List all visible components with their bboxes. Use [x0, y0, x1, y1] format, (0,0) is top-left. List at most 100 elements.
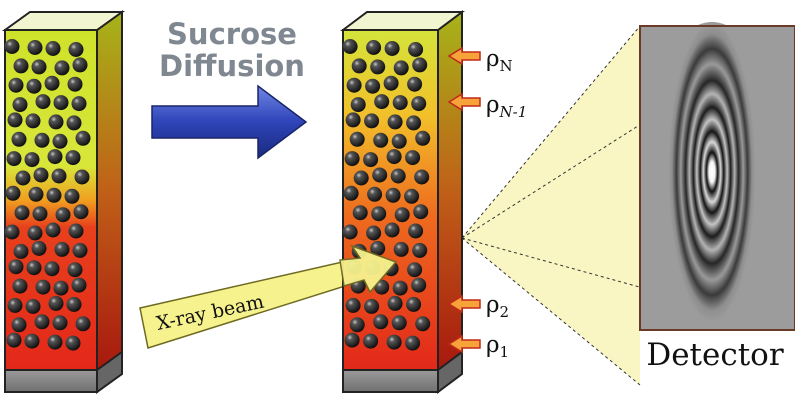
sucrose-bead [48, 295, 64, 311]
sucrose-bead [32, 206, 48, 222]
sucrose-bead [53, 95, 69, 111]
density-marker-n: ρN [447, 46, 513, 75]
sucrose-bead [406, 115, 422, 131]
sucrose-bead [8, 259, 24, 275]
sucrose-bead [365, 78, 381, 94]
sucrose-bead [67, 262, 83, 278]
sucrose-bead [383, 75, 399, 91]
sucrose-bead [393, 241, 409, 257]
sucrose-bead [68, 223, 84, 239]
sucrose-bead [350, 97, 366, 113]
sucrose-bead [411, 277, 427, 293]
sucrose-bead [412, 242, 428, 258]
sucrose-bead [31, 59, 47, 75]
sucrose-bead [28, 186, 44, 202]
sucrose-bead [4, 39, 20, 54]
sucrose-bead [374, 94, 390, 110]
sucrose-bead [55, 207, 71, 223]
svg-text:ρN-1: ρN-1 [486, 92, 527, 121]
sucrose-bead [47, 334, 63, 350]
sucrose-bead [408, 223, 424, 239]
sucrose-bead [412, 57, 428, 73]
sucrose-bead [72, 57, 88, 73]
sucrose-bead [344, 332, 360, 348]
diffusion-arrow [151, 84, 308, 160]
sucrose-bead [48, 114, 64, 130]
sucrose-bead [75, 130, 91, 146]
title-line1: Sucrose [167, 17, 297, 51]
sucrose-bead [25, 113, 41, 129]
sucrose-bead [8, 77, 24, 93]
sucrose-bead [352, 205, 368, 221]
sucrose-bead [346, 77, 362, 93]
sucrose-bead [5, 185, 21, 201]
sucrose-bead [344, 151, 360, 167]
sucrose-bead [394, 207, 410, 223]
sucrose-bead [373, 132, 389, 148]
sucrose-bead [47, 149, 63, 165]
sucrose-bead [73, 204, 89, 220]
sucrose-bead [12, 278, 28, 294]
sucrose-bead [6, 332, 22, 348]
sucrose-bead [11, 131, 27, 147]
density-marker-1: ρ1 [447, 332, 509, 361]
sucrose-bead [27, 225, 43, 241]
scatter-cone [461, 25, 795, 386]
sucrose-bead [31, 240, 47, 256]
sucrose-bead [25, 298, 41, 314]
sucrose-bead [411, 96, 427, 112]
sucrose-bead [7, 112, 23, 128]
sucrose-bead [46, 187, 62, 203]
sucrose-bead [65, 150, 81, 166]
sucrose-bead [14, 205, 30, 221]
sucrose-bead [24, 333, 40, 349]
sucrose-bead [342, 224, 358, 240]
sucrose-bead [45, 222, 61, 238]
sucrose-bead [413, 204, 429, 220]
sucrose-bead [393, 60, 409, 76]
right-column [340, 10, 465, 394]
sucrose-bead [390, 168, 406, 184]
sucrose-bead [44, 75, 60, 91]
sucrose-bead [386, 334, 402, 350]
xray-beam-tip [339, 244, 398, 294]
sucrose-bead [68, 42, 84, 57]
svg-text:ρN: ρN [486, 46, 513, 75]
sucrose-bead [407, 262, 423, 278]
sucrose-bead [415, 316, 431, 332]
sucrose-bead [364, 113, 380, 129]
sucrose-bead [75, 316, 91, 332]
sucrose-bead [406, 296, 422, 312]
sucrose-bead [392, 95, 408, 111]
sucrose-bead [414, 169, 430, 185]
sucrose-bead [342, 39, 358, 54]
sucrose-bead [51, 168, 67, 184]
sucrose-bead [35, 279, 51, 295]
density-markers: ρN ρN-1 ρ2 ρ1 [447, 46, 527, 361]
sucrose-bead [24, 152, 40, 168]
sucrose-bead [4, 224, 20, 240]
sucrose-bead [11, 317, 27, 333]
sucrose-bead [54, 241, 70, 257]
left-column [1, 10, 126, 394]
sucrose-bead [364, 298, 380, 314]
sucrose-bead [405, 150, 421, 166]
sucrose-bead [363, 152, 379, 168]
sucrose-bead [392, 280, 408, 296]
sucrose-bead [366, 225, 382, 241]
sucrose-bead [385, 187, 401, 203]
sucrose-bead [65, 335, 81, 351]
sucrose-bead [353, 170, 369, 186]
sucrose-bead [72, 242, 88, 258]
sucrose-bead [52, 133, 68, 149]
sucrose-bead [35, 94, 51, 110]
sucrose-bead [34, 314, 50, 330]
sucrose-bead [371, 206, 387, 222]
sucrose-bead [67, 76, 83, 92]
sucrose-bead [345, 112, 361, 128]
sucrose-bead [404, 188, 420, 204]
sucrose-bead [408, 42, 424, 57]
sucrose-bead [370, 240, 386, 256]
sucrose-bead [384, 41, 400, 56]
